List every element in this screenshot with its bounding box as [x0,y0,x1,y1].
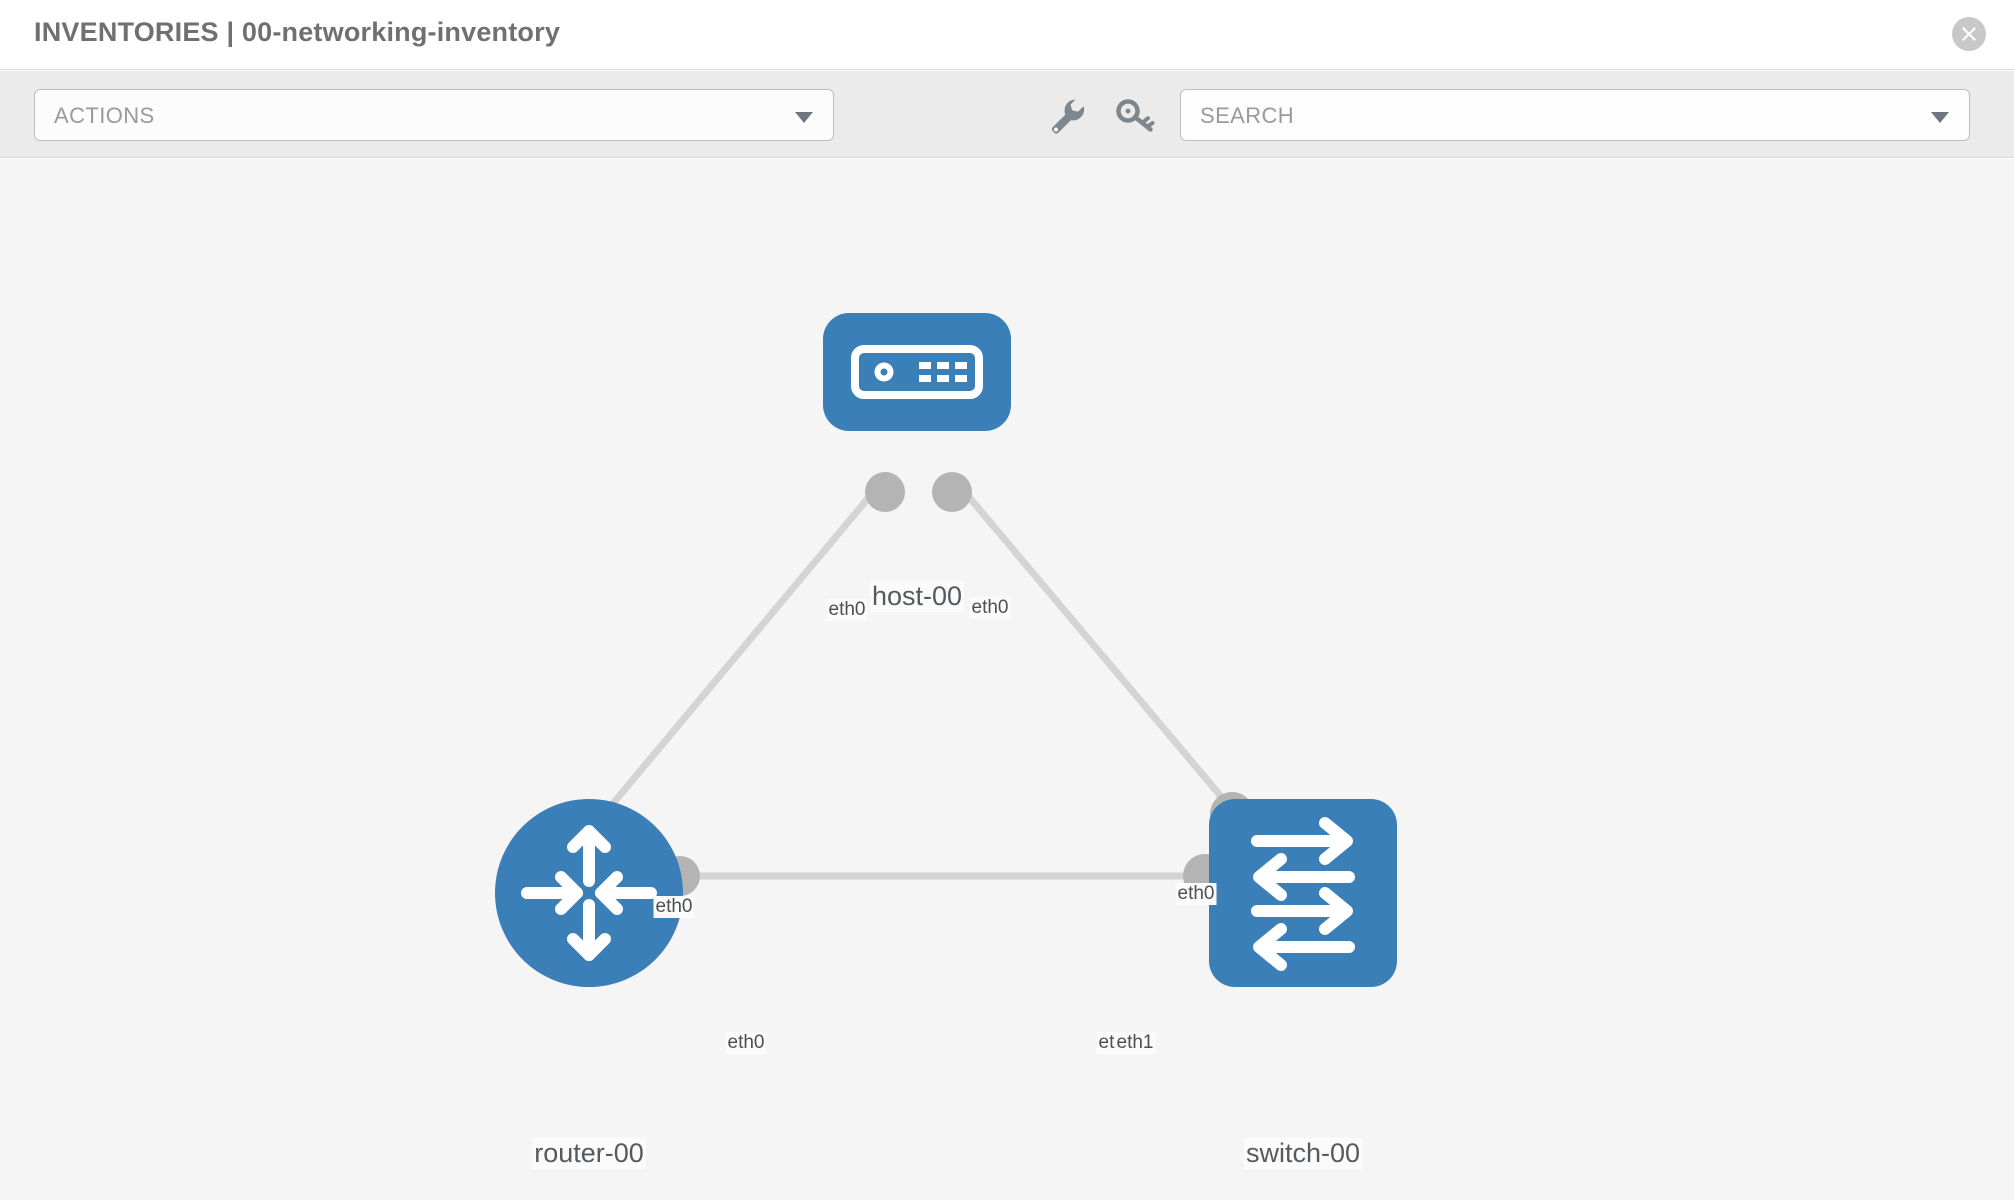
toolbar: ACTIONS SEARCH [0,71,2014,158]
edge-host00-switch00 [955,481,1243,822]
search-input[interactable]: SEARCH [1180,89,1970,141]
router-arrows-icon [521,825,657,961]
iface-label-host00-eth0-right: eth0 [969,597,1011,619]
iface-label-switch00-eth1: eth1 [1114,1032,1156,1054]
key-icon[interactable] [1115,95,1157,135]
port-host00-eth0-left [865,472,905,512]
actions-dropdown[interactable]: ACTIONS [34,89,834,141]
node-router-00 [495,799,683,987]
node-host-00 [823,313,1011,431]
iface-label-switch00-eth0-up: eth0 [1175,883,1217,905]
wrench-icon[interactable] [1045,95,1087,135]
switch-arrows-icon [1251,817,1355,971]
node-label-router-00: router-00 [532,1138,646,1169]
page-header: INVENTORIES | 00-networking-inventory [0,0,2014,70]
topology-graph [495,313,1397,987]
page-title: INVENTORIES | 00-networking-inventory [34,17,561,47]
edge-group [597,481,1243,880]
node-label-host-00: host-00 [869,581,965,612]
server-icon [851,345,983,399]
chevron-down-icon[interactable] [1931,112,1949,123]
iface-label-router00-eth0: eth0 [725,1032,767,1054]
close-icon[interactable] [1952,17,1986,51]
node-switch-00 [1209,799,1397,987]
topology-canvas[interactable]: host-00 router-00 switch-00 eth0 eth0 et… [0,159,2014,1200]
iface-label-router00-eth0-up: eth0 [653,896,695,918]
search-placeholder: SEARCH [1200,103,1295,128]
node-label-switch-00: switch-00 [1243,1138,1363,1169]
iface-label-host00-eth0-left: eth0 [826,599,868,621]
port-group [660,472,1254,898]
chevron-down-icon [795,112,813,123]
actions-dropdown-label: ACTIONS [54,103,155,128]
port-host00-eth0-right [932,472,972,512]
edge-host00-router00 [597,481,883,822]
